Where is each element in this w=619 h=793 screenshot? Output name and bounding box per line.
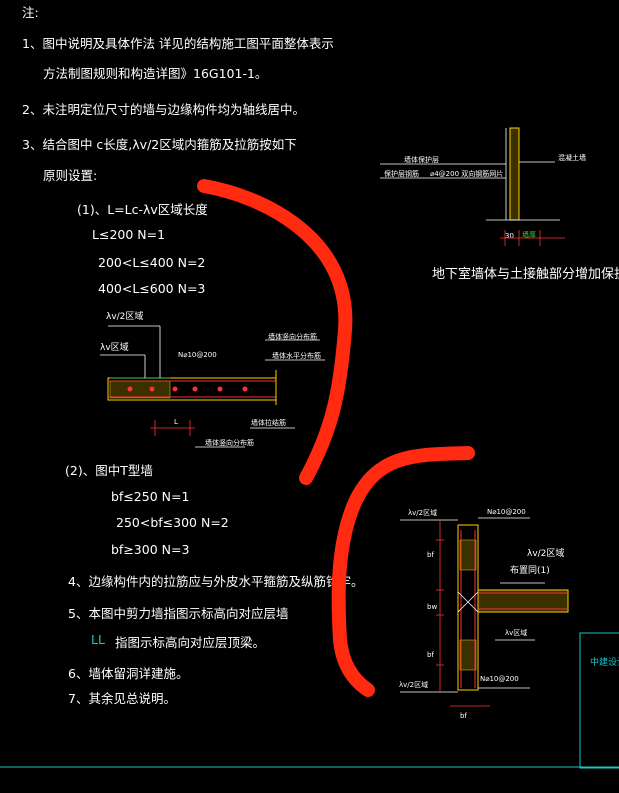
note-7: 7、其余见总说明。 [68, 691, 176, 706]
rule-1-heading: (1)、L=Lc-λv区域长度 [77, 202, 208, 217]
detail1-label-tie: 墙体拉结筋 [251, 419, 286, 427]
rule-2-c: bf≥300 N=3 [111, 542, 190, 557]
detail1-label-bottom: 墙体竖向分布筋 [205, 439, 254, 447]
rule-1-b: 200<L≤400 N=2 [98, 255, 206, 270]
detail3-dim-bf-under: bf [460, 712, 467, 720]
detail1-label-lv: λv区域 [100, 343, 129, 353]
rule-2-a: bf≤250 N=1 [111, 489, 190, 504]
detail3-label-n-bottom: N⌀10@200 [480, 675, 519, 683]
note-4: 4、边缘构件内的拉筋应与外皮水平箍筋及纵筋钩牢。 [68, 574, 364, 589]
titleblock-frame [0, 632, 619, 769]
detail1-dim-l: L [174, 418, 178, 426]
detail1-label-vert: 墙体竖向分布筋 [268, 333, 317, 341]
detail3-dim-bw: bw [427, 603, 438, 611]
note-1-line-1: 1、图中说明及具体作法 详见的结构施工图平面整体表示 [22, 36, 334, 51]
detail1-label-n: N⌀10@200 [178, 351, 217, 359]
note-5-text: 指图示标高向对应层顶梁。 [115, 635, 266, 650]
detail3-dim-bf-top: bf [427, 551, 434, 559]
detail3-dim-bf-bottom: bf [427, 651, 434, 659]
detail3-t-wall [400, 517, 569, 707]
detail1-label-lv2: λv/2区域 [106, 312, 144, 322]
rule-1-c: 400<L≤600 N=3 [98, 281, 206, 296]
detail2-wall-protection [380, 127, 565, 246]
detail2-dim-wall: 墙厚 [522, 231, 536, 239]
detail2-dim-30: 30 [505, 232, 514, 240]
note-3-line-1: 3、结合图中 c长度,λv/2区域内箍筋及拉筋按如下 [22, 137, 297, 152]
note-1-line-2: 方法制图规则和构造详图》16G101-1。 [43, 66, 268, 81]
rule-2-b: 250<bf≤300 N=2 [116, 515, 229, 530]
detail3-label-bz: 布置同(1) [510, 566, 550, 576]
detail3-label-lv2-right: λv/2区域 [527, 549, 565, 559]
notes-heading: 注: [22, 5, 39, 20]
titleblock-label: 中建设计院 [590, 658, 619, 668]
detail2-title: 地下室墙体与土接触部分增加保护层 [432, 267, 619, 282]
detail2-label-left1: 墙体保护层 [404, 156, 439, 164]
note-6: 6、墙体留洞详建施。 [68, 666, 189, 681]
detail2-label-left3: ⌀4@200 双向钢筋网片 [430, 170, 504, 178]
detail2-label-left2: 保护层钢筋 [384, 170, 419, 178]
detail1-label-horiz: 墙体水平分布筋 [272, 352, 321, 360]
detail3-label-n-top: N⌀10@200 [487, 508, 526, 516]
note-5: 5、本图中剪力墙指图示标高向对应层墙 [68, 606, 289, 621]
detail1-wall-section [100, 325, 325, 448]
detail3-label-lv2-top: λv/2区域 [408, 509, 438, 517]
rule-2-heading: (2)、图中T型墙 [65, 463, 153, 478]
note-3-line-2: 原则设置: [43, 168, 98, 183]
red-annotation-curve-2 [331, 446, 475, 697]
detail3-label-lv: λv区域 [505, 629, 528, 637]
detail2-label-right: 混凝土墙 [558, 154, 586, 162]
rule-1-a: L≤200 N=1 [92, 227, 166, 242]
red-annotation-curve-1 [197, 179, 353, 485]
note-2: 2、未注明定位尺寸的墙与边缘构件均为轴线居中。 [22, 102, 305, 117]
note-5-code: LL [91, 632, 105, 647]
detail3-label-lv2-bottom: λv/2区域 [399, 681, 429, 689]
